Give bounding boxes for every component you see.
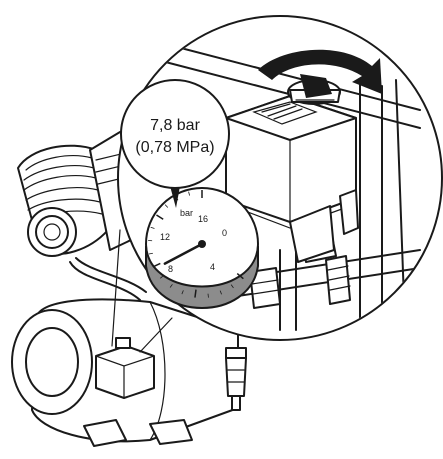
gauge-tick (150, 226, 155, 229)
callout-value-bar: 7,8 bar (150, 117, 200, 134)
gauge-tick-label: 12 (160, 232, 170, 242)
gauge-tick-label: 4 (210, 262, 215, 272)
condensate-filter (225, 347, 247, 411)
callout-value-mpa: (0,78 MPa) (135, 139, 214, 156)
gauge-tick-label: 8 (168, 264, 173, 274)
unit-foot (83, 419, 127, 447)
gauge-needle (163, 242, 204, 265)
zoom-connector-left (111, 229, 121, 347)
gauge-tick-labels: 0 4 8 12 16 bar (160, 208, 227, 274)
switch-label-plate (252, 101, 318, 125)
gauge-scale (148, 190, 244, 298)
gauge-tick-label: 0 (222, 228, 227, 238)
gauge-fitting (249, 267, 281, 309)
pressure-callout: 7,8 bar (0,78 MPa) (120, 79, 230, 208)
air-tank (11, 298, 239, 443)
gauge-tick (169, 284, 173, 288)
gauge-hub (198, 240, 206, 248)
unit-pressure-switch (95, 337, 155, 399)
gauge-tick (219, 290, 222, 295)
switch-knob (287, 74, 341, 105)
callout-bubble (120, 79, 230, 189)
zoom-connector-right (139, 317, 173, 353)
pipe (69, 261, 141, 301)
gauge-tick (148, 252, 153, 255)
gauge-tick (164, 204, 169, 208)
gauge-tick (188, 191, 190, 196)
gauge-tick-label: 16 (198, 214, 208, 224)
compressor-unit (11, 131, 247, 447)
gauge-tick (230, 284, 234, 289)
motor-fan-cover (17, 144, 109, 257)
gauge-tick (160, 275, 164, 279)
pressure-switch (225, 95, 359, 263)
hose-connector (325, 255, 351, 305)
gauge-tick (181, 290, 184, 295)
gauge-unit-label: bar (180, 208, 193, 218)
gauge-bezel-band (145, 245, 259, 309)
gauge-tick (236, 272, 244, 280)
pressure-gauge: 0 4 8 12 16 bar (145, 187, 259, 309)
gauge-tick (194, 289, 197, 298)
gauge-tick (156, 214, 164, 220)
rotation-arrow-icon (258, 49, 382, 94)
callout-pointer (170, 186, 180, 208)
gauge-tick (152, 262, 161, 268)
